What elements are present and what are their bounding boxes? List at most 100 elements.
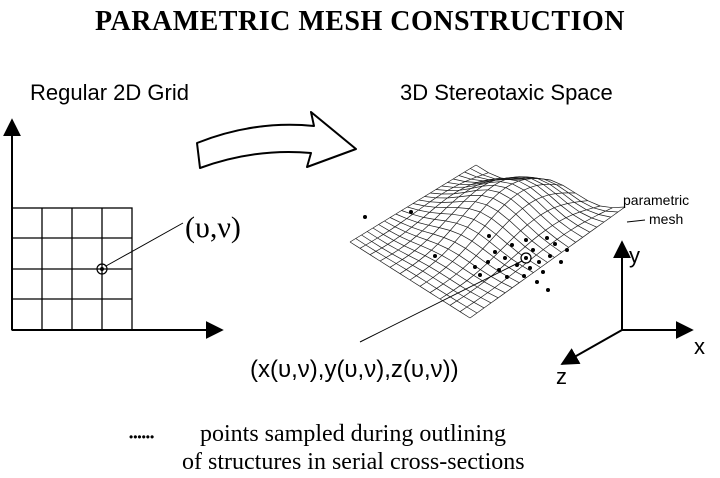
mesh-line bbox=[403, 240, 411, 247]
mesh-line bbox=[417, 217, 424, 223]
mesh-line bbox=[441, 197, 448, 203]
mesh-line bbox=[418, 196, 425, 201]
grid-point-label: (υ,ν) bbox=[185, 211, 241, 244]
mesh-line bbox=[436, 288, 447, 295]
mesh-line bbox=[553, 207, 567, 218]
mesh-line bbox=[445, 213, 452, 222]
mesh-line bbox=[412, 260, 420, 266]
mesh-line bbox=[432, 277, 444, 285]
mesh-line bbox=[459, 188, 471, 191]
mesh-line bbox=[420, 245, 432, 251]
mesh-line bbox=[434, 213, 441, 220]
mesh-line bbox=[441, 182, 448, 187]
mesh-line bbox=[449, 273, 457, 280]
mesh-line bbox=[480, 263, 488, 270]
mesh-line bbox=[593, 205, 601, 209]
mesh-line bbox=[429, 201, 442, 203]
mesh-line bbox=[493, 181, 501, 186]
mesh-line bbox=[518, 179, 526, 182]
mesh-line bbox=[542, 249, 555, 258]
mesh-line bbox=[568, 192, 582, 202]
axis-y-label: y bbox=[629, 243, 640, 268]
mesh-line bbox=[454, 234, 462, 243]
mesh-line bbox=[464, 178, 472, 182]
mesh-line bbox=[458, 254, 470, 263]
mesh-line bbox=[580, 200, 588, 202]
mesh-line bbox=[504, 258, 512, 266]
mesh-line bbox=[531, 178, 544, 185]
mesh-line bbox=[487, 184, 495, 191]
mesh-line bbox=[429, 288, 437, 293]
mesh-line bbox=[481, 189, 489, 196]
mesh-line bbox=[478, 233, 490, 242]
mesh-line bbox=[465, 181, 478, 183]
mesh-line bbox=[574, 201, 582, 203]
mesh-sample-point bbox=[520, 252, 532, 264]
mesh-line bbox=[458, 192, 466, 198]
mesh-line bbox=[540, 214, 553, 226]
mesh-line bbox=[478, 225, 486, 234]
mesh-line bbox=[470, 185, 483, 189]
mesh-line bbox=[422, 230, 434, 235]
mesh-line bbox=[475, 255, 488, 264]
mesh-line bbox=[443, 230, 451, 238]
mesh-line bbox=[515, 265, 523, 272]
mesh-line bbox=[453, 190, 460, 195]
mesh-line bbox=[470, 178, 484, 182]
mesh-line bbox=[401, 206, 408, 211]
mesh-line bbox=[520, 224, 528, 232]
mesh-line bbox=[406, 265, 413, 270]
mesh-line bbox=[443, 237, 455, 243]
mesh-line bbox=[480, 269, 492, 277]
mesh-line bbox=[459, 306, 468, 312]
mesh-line bbox=[530, 187, 543, 198]
mesh-line bbox=[464, 168, 471, 173]
mesh-line bbox=[475, 201, 487, 206]
mesh-line bbox=[531, 177, 539, 179]
mesh-line bbox=[482, 174, 496, 180]
mesh-line bbox=[512, 183, 525, 191]
mesh-line bbox=[542, 196, 555, 208]
mesh-line bbox=[579, 209, 587, 213]
mesh-line bbox=[429, 197, 437, 203]
mesh-line bbox=[556, 184, 563, 186]
mesh-line bbox=[395, 213, 407, 219]
mesh-line bbox=[452, 261, 464, 269]
mesh-line bbox=[565, 217, 579, 226]
mesh-line bbox=[476, 174, 483, 178]
stereotaxic-axes bbox=[560, 240, 694, 365]
mesh-line bbox=[552, 221, 560, 226]
mesh-line bbox=[543, 184, 556, 194]
mesh-line bbox=[432, 227, 440, 235]
mesh-line bbox=[407, 203, 414, 208]
mesh-line bbox=[387, 243, 399, 251]
mesh-line bbox=[449, 305, 461, 312]
mesh-line bbox=[412, 203, 425, 207]
mesh-line bbox=[395, 210, 402, 215]
mesh-line bbox=[458, 195, 471, 198]
mesh-line bbox=[466, 280, 478, 288]
mesh-line bbox=[385, 253, 393, 258]
mesh-line bbox=[430, 192, 442, 195]
mesh-line bbox=[486, 197, 494, 206]
mesh-line bbox=[465, 184, 477, 188]
mesh-line bbox=[424, 255, 436, 262]
mesh-line bbox=[574, 202, 587, 211]
mesh-line bbox=[471, 182, 484, 185]
mesh-line bbox=[428, 260, 436, 267]
mesh-line bbox=[489, 234, 497, 242]
mesh-line bbox=[419, 281, 427, 287]
mesh-line bbox=[349, 241, 361, 249]
mesh-line bbox=[389, 230, 400, 237]
mesh-line bbox=[560, 205, 574, 215]
mesh-line bbox=[513, 236, 526, 247]
mesh-line bbox=[519, 277, 527, 283]
mesh-line bbox=[419, 286, 431, 293]
mesh-line bbox=[389, 213, 396, 218]
mesh-line bbox=[612, 206, 626, 209]
mesh-line bbox=[452, 175, 459, 180]
mesh-line bbox=[412, 213, 424, 218]
mesh-line bbox=[462, 215, 475, 220]
mesh-line bbox=[481, 195, 494, 199]
mesh-line bbox=[422, 224, 429, 232]
